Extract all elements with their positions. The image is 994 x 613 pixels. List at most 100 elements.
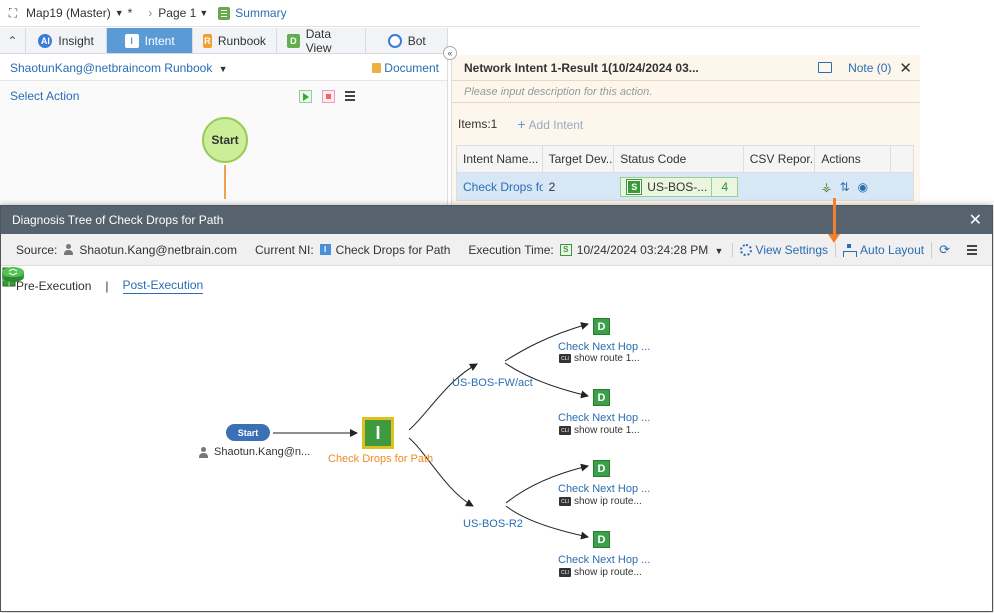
- column-header-spacer: [891, 146, 913, 172]
- current-ni-label: Current NI:: [254, 242, 314, 257]
- callout-arrow-stem: [833, 198, 836, 206]
- description-field[interactable]: Please input description for this action…: [452, 81, 920, 103]
- view-icon[interactable]: ◉: [857, 179, 869, 194]
- leaf-title[interactable]: Check Next Hop ...: [558, 483, 651, 495]
- data-view-node[interactable]: D: [593, 531, 610, 548]
- document-link[interactable]: Document: [372, 61, 439, 75]
- column-header[interactable]: Status Code: [614, 146, 744, 172]
- leaf-command-text: show route 1...: [574, 425, 640, 436]
- table-header: Intent Name... Target Dev... Status Code…: [456, 145, 914, 173]
- menu-icon[interactable]: [967, 248, 977, 251]
- callout-arrow: [828, 205, 840, 243]
- user-icon: [198, 446, 209, 458]
- status-code-badge[interactable]: S US-BOS-... 4: [620, 176, 739, 197]
- collapse-panel-button[interactable]: «: [443, 46, 457, 60]
- items-count: Items:1: [458, 117, 498, 131]
- leaf-command-text: show route 1...: [574, 353, 640, 364]
- edge-r2-leaf3: [505, 463, 589, 504]
- map-selector[interactable]: Map19 (Master) ▼ *: [26, 6, 132, 20]
- diagnosis-tree-dialog: Diagnosis Tree of Check Drops for Path ✕…: [0, 205, 993, 612]
- page-selector[interactable]: Page 1 ▼: [158, 6, 208, 20]
- plus-icon: +: [517, 116, 526, 132]
- workspace-tabs: ⌃ AI Insight I Intent R Runbook D Data V…: [0, 27, 448, 55]
- start-user: Shaotun.Kang@n...: [198, 446, 310, 458]
- column-header[interactable]: Intent Name...: [457, 146, 543, 172]
- execution-time-select[interactable]: 10/24/2024 03:24:28 PM ▼: [577, 243, 724, 257]
- router-node-label[interactable]: US-BOS-R2: [463, 518, 523, 530]
- select-action-link[interactable]: Select Action: [10, 89, 80, 103]
- runbook-icon: R: [202, 33, 212, 48]
- tab-data-view[interactable]: D Data View: [277, 27, 367, 55]
- status-count: 4: [711, 177, 737, 196]
- dialog-title: Diagnosis Tree of Check Drops for Path: [12, 213, 224, 227]
- tab-runbook[interactable]: R Runbook: [193, 28, 277, 53]
- share-icon[interactable]: [818, 62, 833, 73]
- edge-fw-leaf1: [504, 322, 589, 362]
- leaf-command: CLI show ip route...: [559, 567, 642, 578]
- execution-time-value: 10/24/2024 03:24:28 PM: [576, 242, 709, 257]
- insight-icon: AI: [38, 33, 53, 48]
- note-link[interactable]: Note (0): [848, 60, 892, 75]
- data-view-node[interactable]: D: [593, 389, 610, 406]
- menu-icon[interactable]: [345, 95, 355, 97]
- current-ni-value: Check Drops for Path: [335, 242, 451, 257]
- stop-icon[interactable]: [322, 89, 335, 103]
- table-row[interactable]: Check Drops fo 2 S US-BOS-... 4 ⚶ ⇅ ◉: [456, 173, 914, 201]
- collapse-up-icon[interactable]: ⌃: [0, 28, 26, 53]
- status-icon: S: [627, 179, 642, 194]
- cli-icon: CLI: [559, 568, 571, 577]
- refresh-button[interactable]: ⟳: [931, 241, 957, 258]
- source-user: Shaotun.Kang@netbrain.com: [79, 242, 237, 257]
- leaf-title[interactable]: Check Next Hop ...: [558, 412, 651, 424]
- map-label: Map19 (Master): [26, 6, 111, 20]
- add-intent-label: Add Intent: [528, 118, 584, 132]
- tab-bot-label: Bot: [407, 33, 426, 48]
- summary-link[interactable]: Summary: [218, 6, 287, 20]
- column-header[interactable]: Target Dev...: [543, 146, 615, 172]
- tab-bot[interactable]: Bot: [366, 28, 448, 53]
- edge-intent-r2: [408, 437, 474, 507]
- column-header[interactable]: CSV Repor...: [744, 146, 816, 172]
- leaf-command-text: show ip route...: [574, 567, 642, 578]
- firewall-node-label[interactable]: US-BOS-FW/act: [452, 377, 533, 389]
- summary-icon: [218, 6, 231, 20]
- close-icon[interactable]: ✕: [968, 212, 982, 229]
- document-icon: [372, 62, 382, 73]
- expand-icon[interactable]: ⇅: [839, 179, 850, 194]
- intent-name-cell[interactable]: Check Drops fo: [463, 179, 543, 194]
- intent-node-label[interactable]: Check Drops for Path: [328, 453, 434, 465]
- data-view-node[interactable]: D: [593, 460, 610, 477]
- diagnosis-tree-icon[interactable]: ⚶: [821, 179, 832, 194]
- data-view-icon: D: [286, 33, 300, 48]
- leaf-title[interactable]: Check Next Hop ...: [558, 341, 651, 353]
- leaf-command: CLI show route 1...: [559, 353, 640, 364]
- leaf-title[interactable]: Check Next Hop ...: [558, 554, 651, 566]
- source-label: Source:: [16, 242, 58, 257]
- data-view-node[interactable]: D: [593, 318, 610, 335]
- tab-post-execution[interactable]: Post-Execution: [122, 278, 204, 294]
- auto-layout-button[interactable]: Auto Layout: [835, 242, 931, 257]
- tab-insight[interactable]: AI Insight: [26, 28, 108, 53]
- edge-r2-leaf4: [505, 505, 589, 540]
- cli-icon: CLI: [559, 426, 571, 435]
- leaf-command: CLI show ip route...: [559, 496, 642, 507]
- view-settings-button[interactable]: View Settings: [731, 242, 836, 257]
- runbook-start-node[interactable]: Start: [202, 117, 248, 163]
- expand-icon[interactable]: ⛶: [8, 5, 18, 20]
- close-icon[interactable]: ✕: [899, 59, 912, 77]
- action-row: Select Action: [0, 81, 447, 111]
- column-header[interactable]: Actions: [815, 146, 892, 172]
- runbook-selector[interactable]: ShaotunKang@netbraincom Runbook ▼: [10, 61, 228, 75]
- tab-pre-execution[interactable]: Pre-Execution: [16, 279, 92, 293]
- result-header-actions: Note (0) ✕: [818, 59, 912, 77]
- intent-node[interactable]: I: [362, 417, 394, 449]
- router-icon[interactable]: [1, 266, 25, 283]
- status-text: US-BOS-...: [647, 179, 708, 194]
- tab-separator: |: [105, 279, 109, 293]
- tab-intent[interactable]: I Intent: [107, 28, 193, 53]
- summary-label: Summary: [235, 6, 287, 20]
- tree-start-node[interactable]: Start: [226, 424, 270, 441]
- chevron-down-icon: ▼: [714, 245, 724, 256]
- play-icon[interactable]: [299, 89, 312, 103]
- add-intent-button[interactable]: +Add Intent: [517, 116, 583, 132]
